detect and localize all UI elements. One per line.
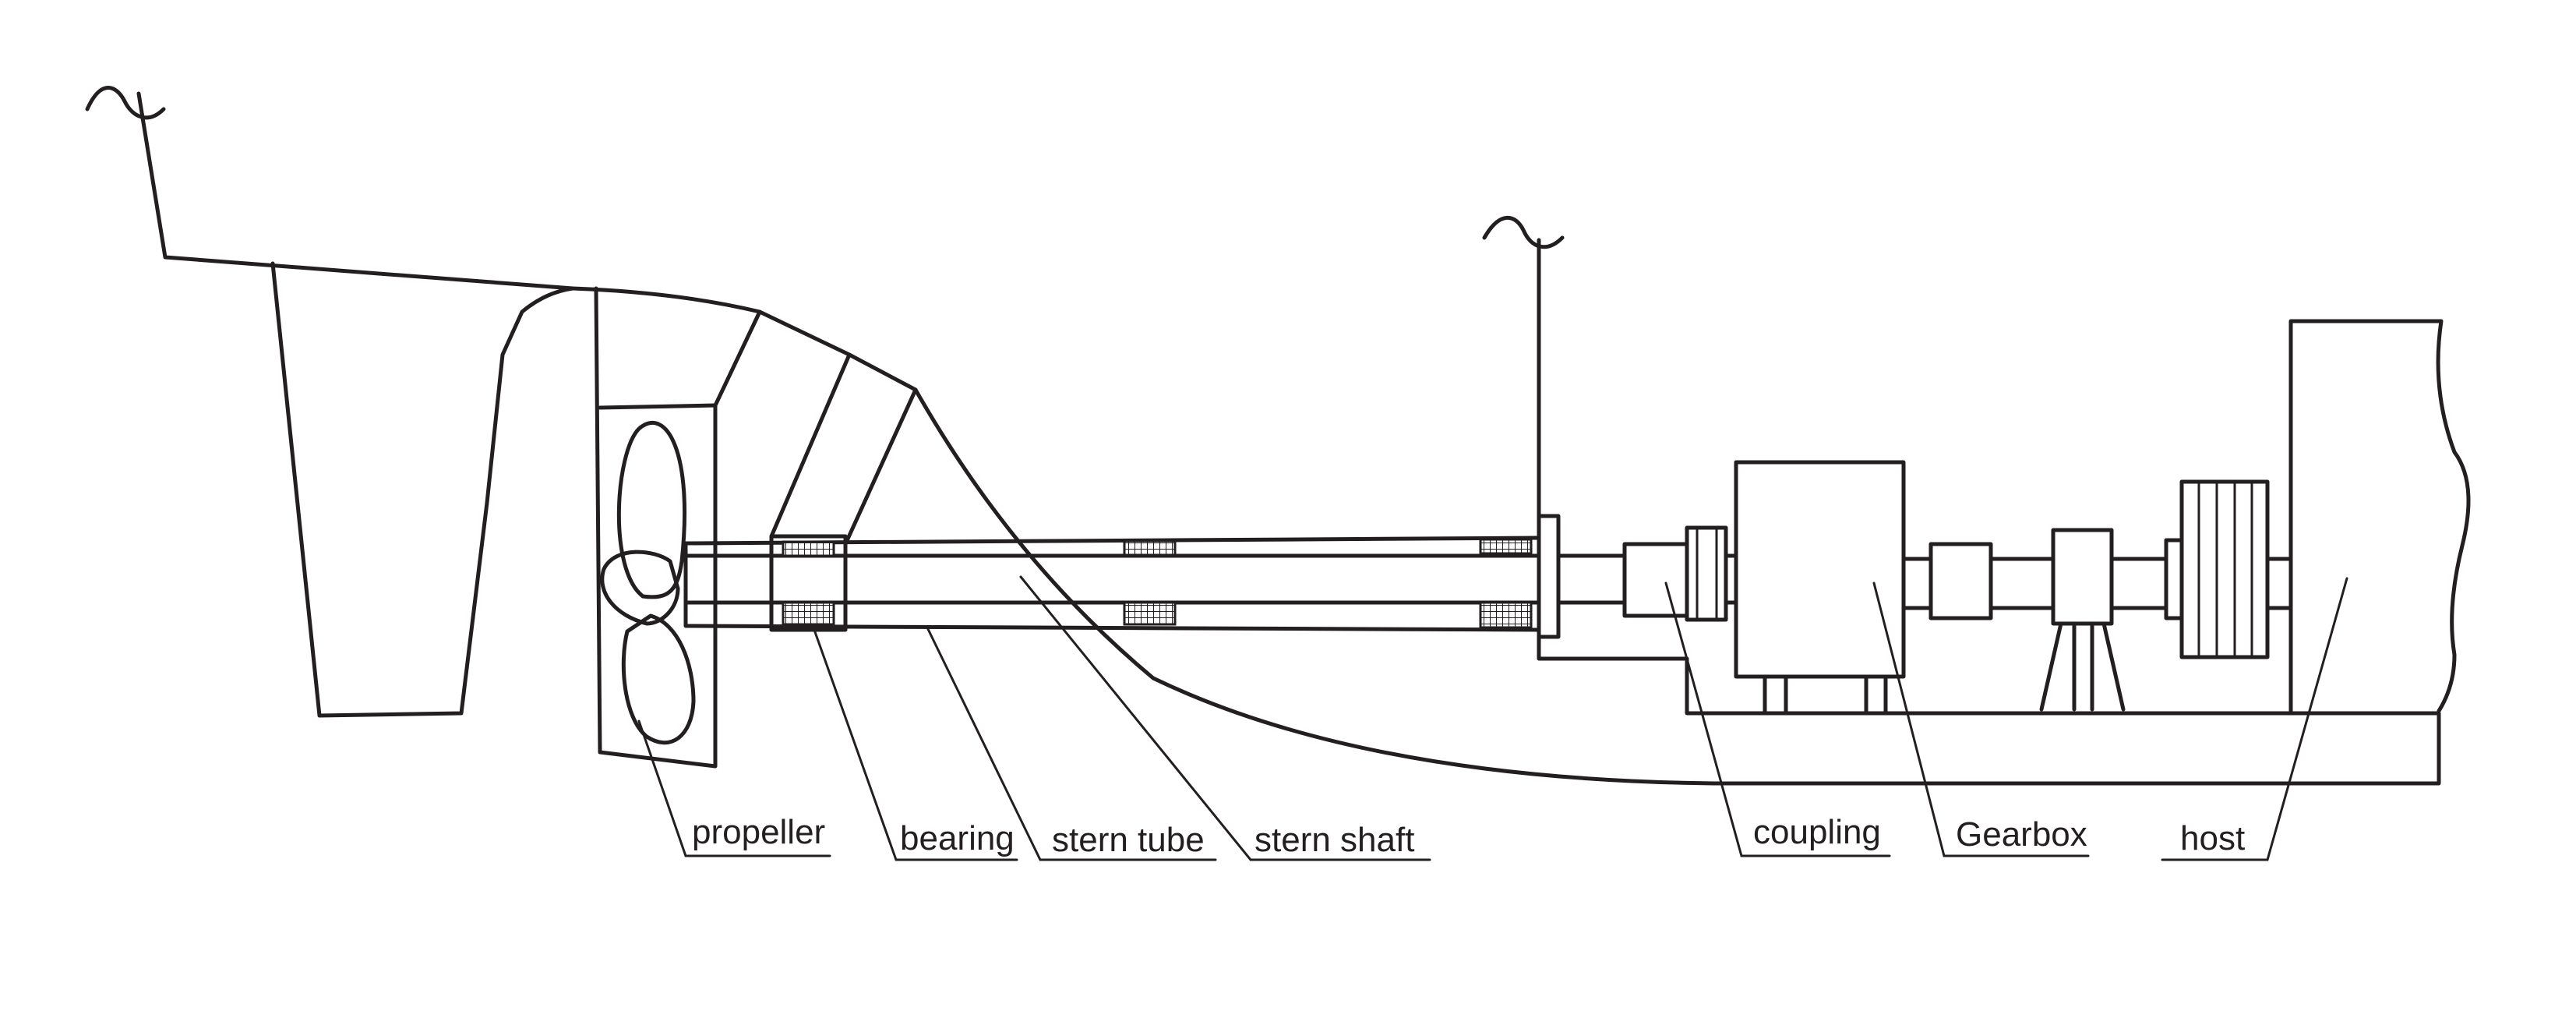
label-gearbox: Gearbox [1956, 815, 2087, 854]
leader-stern-tube [926, 626, 1217, 861]
gearbox-output-shaft [1901, 557, 2056, 610]
bearing-pad-6 [1479, 601, 1533, 629]
coupling-flange [1685, 525, 1728, 622]
leader-coupling [1664, 582, 1891, 857]
shaft-aft-end [683, 553, 719, 605]
label-host: host [2180, 819, 2245, 857]
leader-stern-shaft [1019, 575, 1431, 861]
thrust-bearing-legs [2039, 621, 2126, 712]
hull-outline [136, 91, 2441, 786]
propeller-hub [600, 550, 680, 626]
bearing-pad-1 [782, 540, 835, 557]
gearbox-body [1734, 460, 1906, 679]
bearing-pad-4 [1123, 601, 1177, 626]
stern-frame-strut-1 [769, 352, 918, 546]
leader-gearbox [1872, 582, 2090, 857]
bearing-pad-5 [1479, 538, 1533, 555]
rudder [270, 261, 575, 718]
leader-bearing [813, 628, 1018, 861]
leader-propeller [637, 719, 831, 857]
shaft-flange [1537, 514, 1561, 639]
host-shaft-stub [2265, 557, 2293, 610]
coupling-flange-ribs [1696, 526, 1718, 621]
intermediate-shaft [1556, 553, 1627, 605]
flywheel-hub [2164, 538, 2184, 620]
bearing-pad-2 [782, 601, 835, 626]
thrust-bearing [2051, 528, 2114, 626]
label-coupling: coupling [1753, 813, 1881, 851]
label-bearing: bearing [900, 819, 1015, 857]
gearbox-output-coupling [1928, 542, 1993, 620]
bearing-block [769, 534, 848, 632]
leader-host [2161, 577, 2348, 861]
flywheel-ribs [2197, 480, 2253, 659]
gearbox-feet [1763, 674, 1888, 716]
bearing-pad-3 [1123, 539, 1177, 557]
label-stern-tube: stern tube [1052, 821, 1205, 859]
break-symbol-stern [85, 86, 166, 120]
label-stern-shaft: stern shaft [1254, 821, 1414, 859]
label-propeller: propeller [692, 813, 825, 851]
host-body [2288, 319, 2471, 713]
flywheel [2179, 479, 2270, 659]
coupling-body [1622, 542, 1689, 618]
host-input-shaft [2109, 557, 2168, 610]
stern-frame-cross [598, 403, 718, 410]
shaft-housing [683, 536, 1541, 632]
propeller-blade-lower [621, 613, 696, 745]
break-symbol-bulkhead [1482, 215, 1565, 249]
stern-frame [594, 286, 762, 769]
